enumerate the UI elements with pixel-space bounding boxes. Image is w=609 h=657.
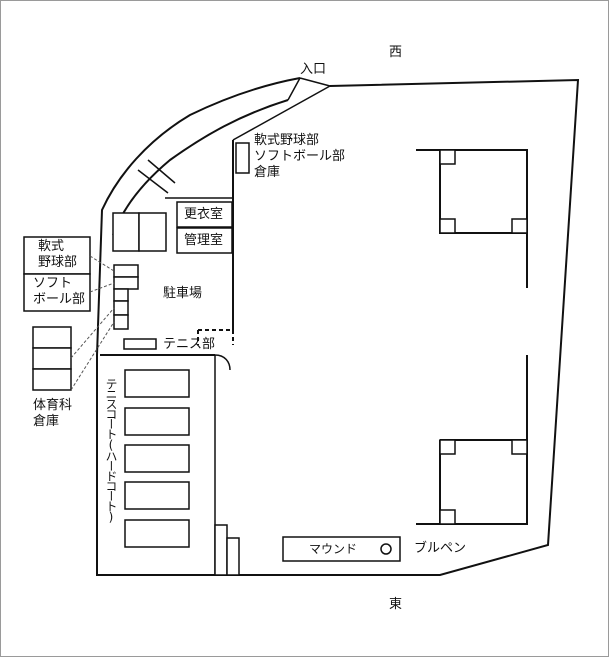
left-box1-line2: 野球部 xyxy=(38,255,78,270)
bottom-box-1 xyxy=(214,524,228,576)
parking-label: 駐車場 xyxy=(163,286,203,301)
mound-plate xyxy=(380,543,392,555)
base-upper-right xyxy=(511,218,528,234)
entrance-label: 入口 xyxy=(300,62,327,77)
entrance-edge xyxy=(287,77,301,101)
stack-box-3 xyxy=(113,288,129,302)
management-room-box xyxy=(176,227,233,254)
pe-storage-box-1 xyxy=(32,326,72,349)
tennis-court-5 xyxy=(124,519,190,548)
nanshiki-storage-line1: 軟式野球部 xyxy=(254,133,320,148)
stack-box-5 xyxy=(113,314,129,330)
tennis-court-4 xyxy=(124,481,190,510)
left-box2-line1: ソフト xyxy=(33,276,73,291)
tennis-courts-label: テニスコート(ハードコート) xyxy=(104,378,118,522)
nanshiki-storage-line3: 倉庫 xyxy=(254,165,281,180)
base-lower-bottom xyxy=(439,509,456,525)
tennis-club-label: テニス部 xyxy=(163,337,216,352)
inner-road-curve xyxy=(112,99,289,236)
road-inner-edge xyxy=(232,85,331,141)
left-box1-line1: 軟式 xyxy=(38,239,65,254)
gate-arc xyxy=(214,354,231,371)
softball-storage-box xyxy=(235,142,250,174)
stack-box-4 xyxy=(113,300,129,316)
field-lower-lines xyxy=(416,439,528,525)
dashed-gate xyxy=(197,329,234,345)
field-upper-lines xyxy=(416,149,528,234)
left-box-softball xyxy=(23,273,91,312)
changing-room-box xyxy=(176,201,233,228)
base-lower-right xyxy=(511,439,528,455)
pe-storage-box-3 xyxy=(32,368,72,391)
stack-box-1 xyxy=(113,264,139,278)
left-box2-line2: ボール部 xyxy=(33,292,86,307)
nanshiki-storage-line2: ソフトボール部 xyxy=(254,149,346,164)
management-room-label: 管理室 xyxy=(184,233,224,248)
pe-storage-line1: 体育科 xyxy=(33,398,73,413)
site-boundary xyxy=(96,77,580,576)
road-crossing xyxy=(137,159,176,194)
compass-south: 東 xyxy=(389,597,403,612)
leader-lines xyxy=(70,255,115,391)
changing-room-label: 更衣室 xyxy=(184,207,224,222)
mound-label: マウンド xyxy=(309,542,358,556)
bottom-box-2 xyxy=(226,537,240,576)
pe-storage-box-2 xyxy=(32,347,72,370)
pe-storage-line2: 倉庫 xyxy=(33,414,60,429)
tennis-club-box xyxy=(123,338,157,350)
tennis-court-1 xyxy=(124,369,190,398)
base-upper-bottom xyxy=(439,218,456,234)
tennis-court-3 xyxy=(124,444,190,473)
compass-north: 西 xyxy=(389,45,403,60)
stack-box-2 xyxy=(113,276,139,290)
entrance-gap xyxy=(299,77,331,87)
base-lower-left xyxy=(439,439,456,455)
bullpen-label: ブルペン xyxy=(414,541,467,556)
base-upper-left xyxy=(439,149,456,165)
building-left xyxy=(112,212,140,252)
tennis-court-2 xyxy=(124,407,190,436)
building-right xyxy=(138,212,167,252)
